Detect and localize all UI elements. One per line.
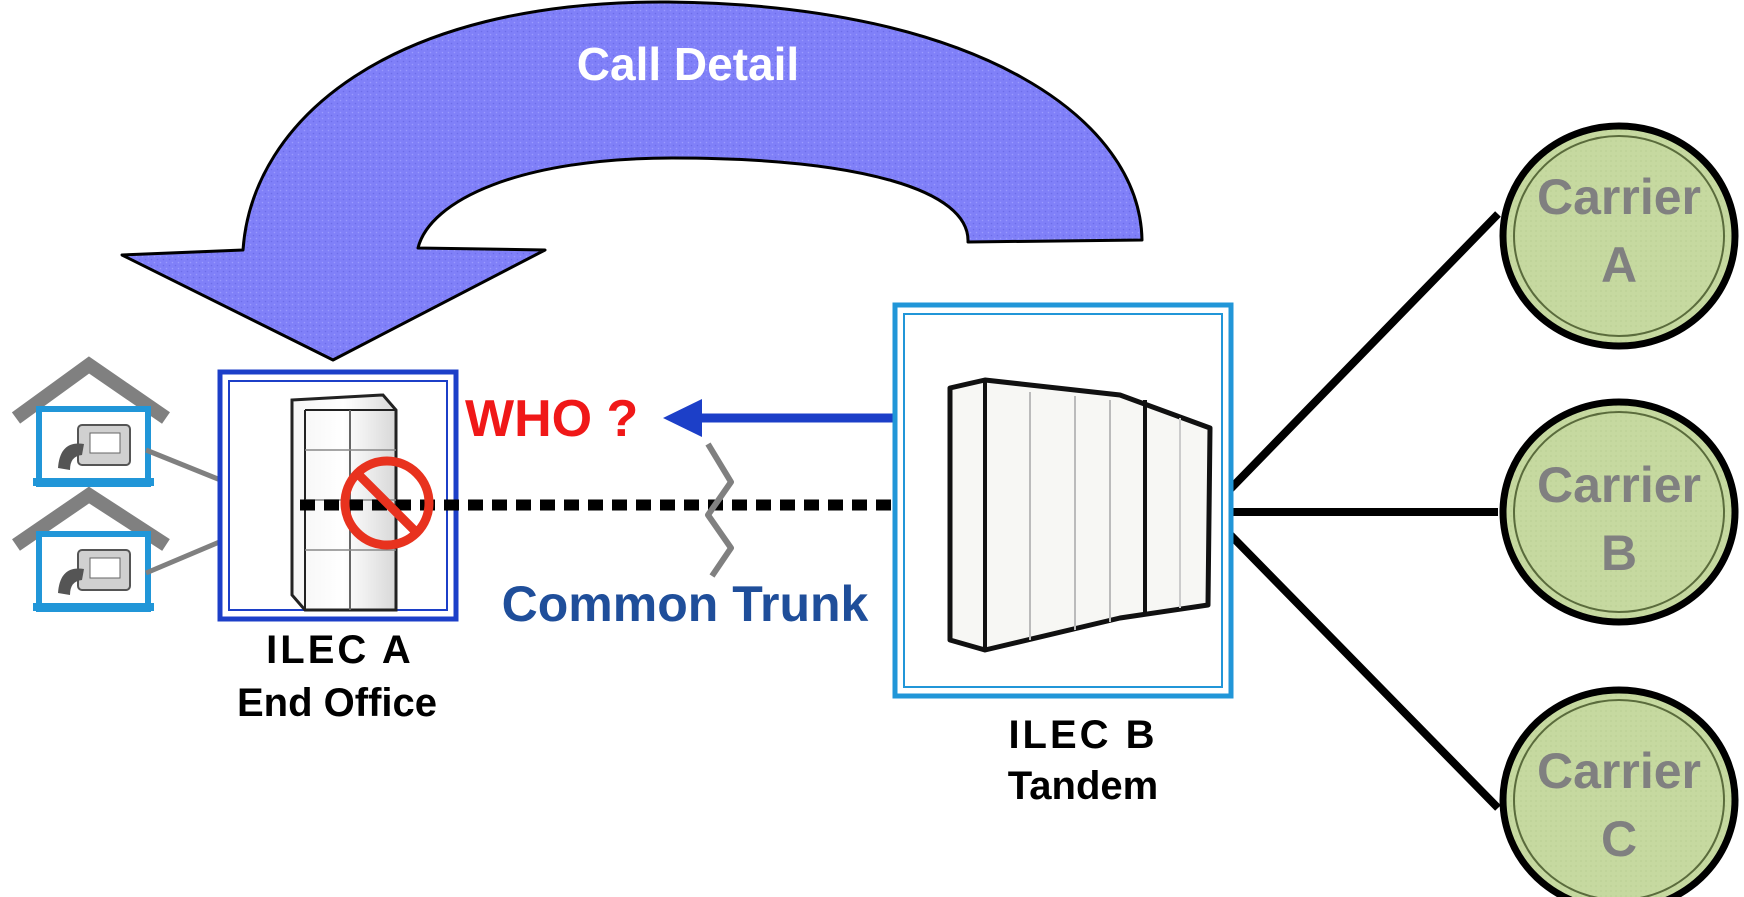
tandem <box>892 302 1234 699</box>
link-carrier-c <box>1205 509 1501 811</box>
call-detail-arrow: Call Detail <box>120 0 1144 362</box>
end-office <box>217 369 459 622</box>
carrier-b: Carrier B <box>1499 398 1739 626</box>
tandem-line2: Tandem <box>1008 764 1158 808</box>
tandem-switch-icon <box>947 377 1213 653</box>
carrier-c-line2: C <box>1601 811 1637 867</box>
carrier-b-line2: B <box>1601 525 1637 581</box>
carrier-b-line1: Carrier <box>1537 457 1701 513</box>
carrier-a-line1: Carrier <box>1537 169 1701 225</box>
carrier-c: Carrier C <box>1499 686 1739 897</box>
end-office-line2: End Office <box>237 681 437 725</box>
trunk-break-mark <box>705 442 734 578</box>
link-carrier-a <box>1205 211 1501 515</box>
common-trunk-label: Common Trunk <box>502 576 869 632</box>
carrier-c-line1: Carrier <box>1537 743 1701 799</box>
call-detail-label: Call Detail <box>577 38 799 90</box>
carrier-a: Carrier A <box>1499 122 1739 350</box>
tandem-line1: ILEC B <box>1008 713 1157 757</box>
who-query-label: WHO ? <box>465 390 638 448</box>
prohibited-icon <box>340 456 434 550</box>
carrier-a-line2: A <box>1601 237 1637 293</box>
telephone-icon <box>58 549 131 595</box>
house-bottom <box>12 486 170 612</box>
house-top <box>11 356 170 487</box>
telephone-icon <box>58 424 131 470</box>
carrier-links <box>1205 211 1501 811</box>
end-office-line1: ILEC A <box>266 628 414 672</box>
who-query-arrow <box>663 399 900 437</box>
